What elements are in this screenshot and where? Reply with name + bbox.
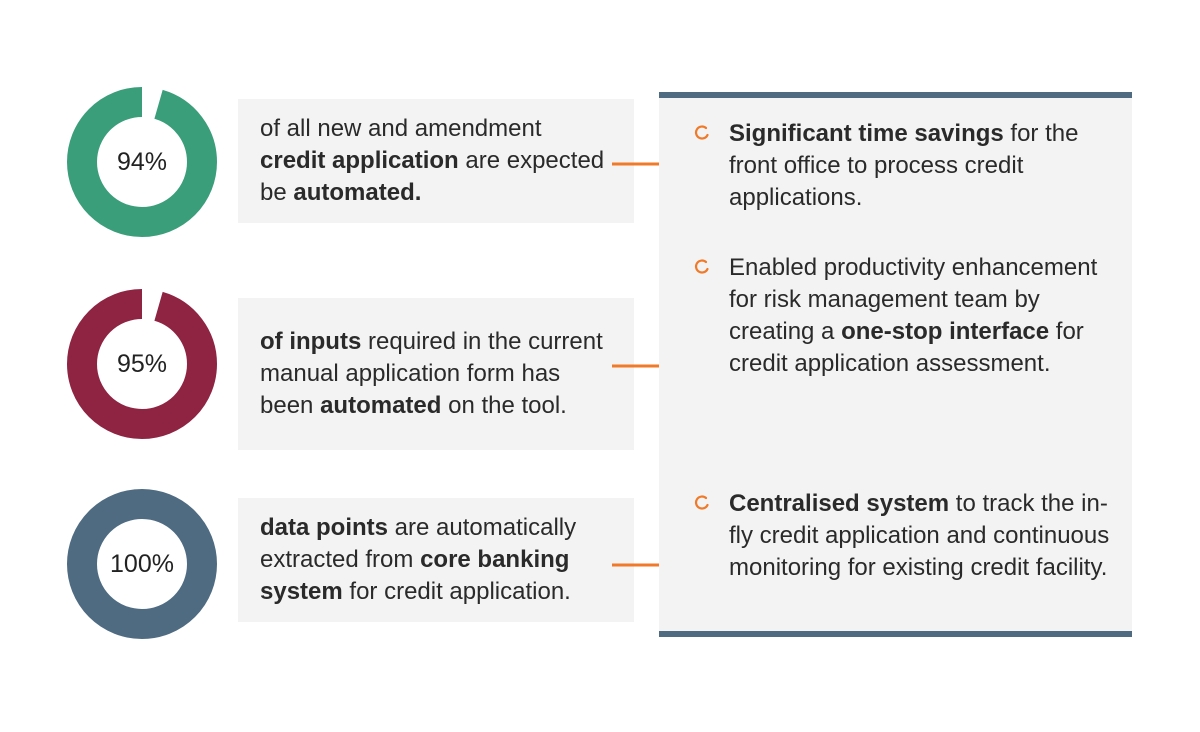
donut-ring-icon	[67, 289, 217, 439]
stat-text: data points are automatically extracted …	[260, 512, 612, 608]
text: on the tool.	[441, 392, 567, 419]
circle-arc-bullet-icon	[694, 125, 709, 140]
percent-label: 100%	[110, 549, 174, 578]
bold-text: automated.	[293, 179, 422, 206]
benefit-item: Significant time savings for the front o…	[694, 118, 1119, 214]
text: for the front office to process credit a…	[729, 120, 1079, 211]
benefit-item: Centralised system to track the in-fly c…	[694, 488, 1119, 584]
bold-text: of inputs	[260, 328, 362, 355]
donut-100: 100%	[64, 486, 220, 642]
benefits-panel: Significant time savings for the front o…	[659, 92, 1132, 637]
stat-description: of all new and amendment credit applicat…	[238, 99, 634, 223]
text: of all new and amendment	[260, 115, 542, 142]
bold-text: Centralised system	[729, 490, 950, 517]
text: for credit application assessment.	[729, 318, 1084, 377]
bold-text: data points	[260, 514, 389, 541]
percent-label: 95%	[116, 349, 168, 378]
text: to track the in-fly credit application a…	[729, 490, 1110, 581]
bold-text: credit application	[260, 147, 459, 174]
donut-ring-icon	[67, 87, 217, 237]
text: are automatically extracted from	[260, 514, 577, 573]
donut-95: 95%	[64, 286, 220, 442]
donut-ring-icon	[67, 489, 217, 639]
bold-text: core banking system	[260, 546, 570, 605]
donut-94: 94%	[64, 84, 220, 240]
text: required in the current manual applicati…	[260, 328, 603, 419]
circle-arc-bullet-icon	[694, 495, 709, 510]
stat-description: data points are automatically extracted …	[238, 498, 634, 622]
text: Enabled productivity enhancement for ris…	[729, 254, 1098, 345]
stat-text: of inputs required in the current manual…	[260, 326, 612, 422]
bold-text: automated	[320, 392, 442, 419]
bold-text: one-stop interface	[841, 318, 1050, 345]
stat-description: of inputs required in the current manual…	[238, 298, 634, 450]
text: are expected be	[260, 147, 605, 206]
benefit-item: Enabled productivity enhancement for ris…	[694, 252, 1119, 380]
stat-text: of all new and amendment credit applicat…	[260, 113, 612, 209]
benefit-text: Significant time savings for the front o…	[729, 120, 1078, 211]
text: for credit application.	[342, 578, 571, 605]
bold-text: Significant time savings	[729, 120, 1004, 147]
percent-label: 94%	[116, 147, 168, 176]
circle-arc-bullet-icon	[694, 259, 709, 274]
benefit-text: Enabled productivity enhancement for ris…	[729, 254, 1097, 377]
benefit-text: Centralised system to track the in-fly c…	[729, 490, 1109, 581]
